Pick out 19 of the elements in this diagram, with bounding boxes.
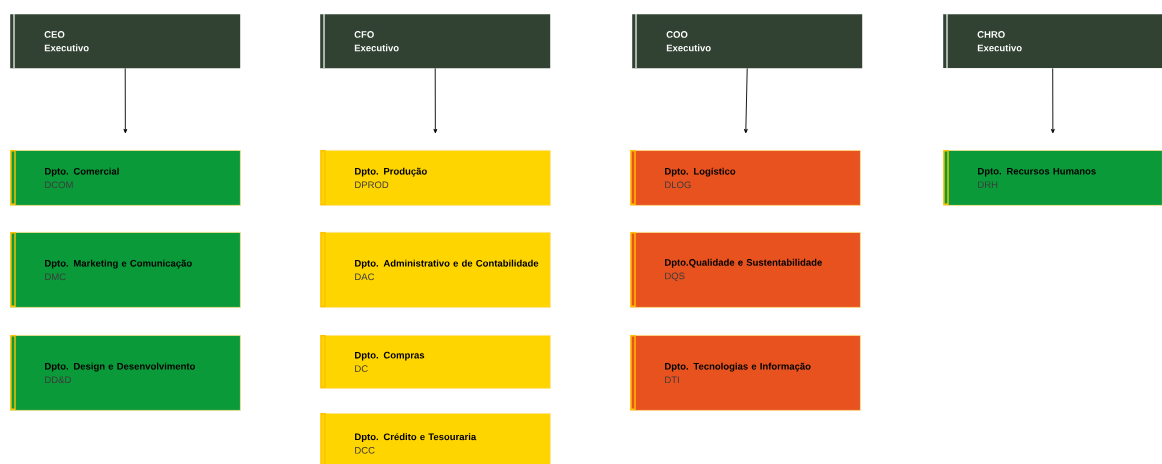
executive-box: COO Executivo	[632, 13, 863, 69]
department-box: Dpto. Compras DC	[320, 335, 551, 389]
arrow	[1050, 67, 1055, 134]
executive-box: CFO Executivo	[320, 13, 551, 69]
department-box: Dpto. Tecnologias e Informação DTI	[630, 335, 861, 411]
department-box: Dpto.Qualidade e Sustentabilidade DQS	[630, 232, 861, 308]
arrow	[743, 67, 748, 134]
department-box: Dpto. Administrativo e de Contabilidade DAC	[320, 232, 551, 308]
executive-box: CHRO Executivo	[943, 13, 1162, 69]
department-box: Dpto. Produção DPROD	[320, 150, 551, 206]
department-box: Dpto. Comercial DCOM	[10, 150, 241, 206]
arrow	[433, 67, 438, 134]
executive-box: CEO Executivo	[10, 13, 241, 69]
department-box: Dpto. Marketing e Comunicação DMC	[10, 232, 241, 308]
department-box: Dpto. Logístico DLOG	[630, 150, 861, 206]
department-box: Dpto. Design e Desenvolvimento DD&D	[10, 335, 241, 411]
department-box: Dpto. Recursos Humanos DRH	[943, 150, 1162, 206]
arrow	[123, 67, 128, 134]
department-box: Dpto. Crédito e Tesouraria DCC	[320, 413, 551, 464]
